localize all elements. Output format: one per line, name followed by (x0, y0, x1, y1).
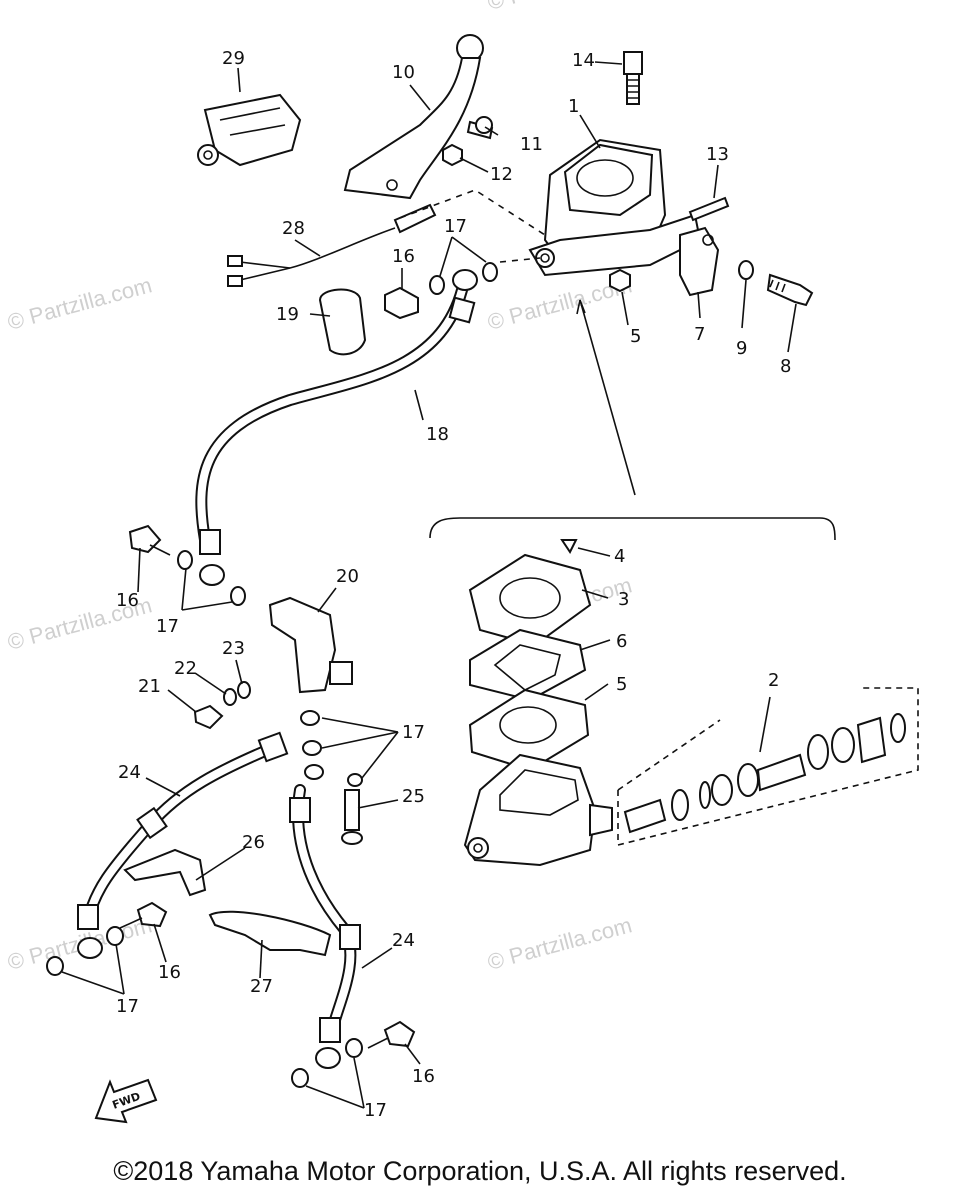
part-20-brake-junction (268, 596, 353, 694)
callout-2: 2 (768, 670, 779, 691)
callout-14: 14 (572, 50, 595, 71)
part-16-union-bolt (128, 524, 171, 556)
part-2-piston-kit (617, 687, 919, 847)
callout-22: 22 (174, 658, 197, 679)
part-5-nut (609, 268, 631, 293)
callout-1: 1 (568, 96, 579, 117)
callout-4: 4 (614, 546, 625, 567)
callout-13: 13 (706, 144, 729, 165)
part-3-reservoir-cap (468, 553, 592, 647)
copyright-notice: ©2018 Yamaha Motor Corporation, U.S.A. A… (113, 1156, 847, 1186)
part-26-bracket (123, 848, 207, 897)
part-17-gasket (46, 926, 124, 976)
callout-21: 21 (138, 676, 161, 697)
part-17-gasket (429, 262, 498, 295)
callout-29: 29 (222, 48, 245, 69)
callout-16: 16 (158, 962, 181, 983)
part-19-cover (318, 288, 367, 356)
watermark-text: © Partzilla.com (485, 912, 635, 975)
part-16-union-bolt (119, 901, 168, 929)
callout-19: 19 (276, 304, 299, 325)
callout-11: 11 (520, 134, 543, 155)
part-14-bolt (623, 51, 643, 105)
callout-18: 18 (426, 424, 449, 445)
part-27-bracket (208, 910, 332, 957)
callout-20: 20 (336, 566, 359, 587)
callout-6: 6 (616, 631, 627, 652)
callout-7: 7 (694, 324, 705, 345)
callout-24: 24 (392, 930, 415, 951)
part-21-bolt (193, 704, 224, 730)
callout-24: 24 (118, 762, 141, 783)
watermark-text: © Partzilla.com (485, 0, 635, 15)
callout-17: 17 (156, 616, 179, 637)
part-28-brake-switch (227, 203, 437, 287)
forward-arrow-icon: FWD (94, 1078, 158, 1124)
leader-lines (61, 61, 797, 1109)
callout-25: 25 (402, 786, 425, 807)
part-12-nut (442, 143, 463, 167)
callout-8: 8 (780, 356, 791, 377)
callout-26: 26 (242, 832, 265, 853)
part-9-washer (738, 260, 754, 280)
callout-17: 17 (402, 722, 425, 743)
callout-23: 23 (222, 638, 245, 659)
callout-5: 5 (616, 674, 627, 695)
callout-28: 28 (282, 218, 305, 239)
part-24-brake-hose (77, 731, 289, 959)
callout-10: 10 (392, 62, 415, 83)
callout-16: 16 (412, 1066, 435, 1087)
part-13-screw (688, 196, 730, 222)
callout-3: 3 (618, 589, 629, 610)
part-11-screw (466, 116, 494, 140)
part-25-bolt (341, 789, 363, 845)
callout-9: 9 (736, 338, 747, 359)
part-22-washer (223, 688, 237, 706)
part-6-diaphragm-plate (469, 628, 587, 702)
part-1-cylinder-body (463, 753, 613, 867)
watermark-text: © Partzilla.com (5, 272, 155, 335)
part-16-union-bolt (384, 286, 419, 320)
callout-17: 17 (364, 1100, 387, 1121)
part-4-screw (560, 539, 578, 554)
callout-27: 27 (250, 976, 273, 997)
callout-17: 17 (444, 216, 467, 237)
part-17-gasket (177, 550, 246, 606)
callout-5: 5 (630, 326, 641, 347)
part-1-master-cylinder (528, 138, 702, 277)
part-7-holder (679, 226, 720, 297)
callout-16: 16 (116, 590, 139, 611)
part-18-brake-hose (195, 269, 478, 586)
part-16-union-bolt (367, 1020, 416, 1049)
callout-17: 17 (116, 996, 139, 1017)
callout-12: 12 (490, 164, 513, 185)
part-17-gasket (300, 710, 363, 787)
part-29-switch (197, 93, 302, 167)
callouts: 29 10 11 12 14 1 13 28 16 17 19 5 7 9 8 … (116, 48, 791, 1121)
part-24-brake-hose (289, 784, 361, 1069)
part-17-gasket (291, 1038, 363, 1088)
part-5-diaphragm (468, 688, 590, 772)
callout-16: 16 (392, 246, 415, 267)
part-8-bolt (766, 273, 814, 307)
part-10-brake-lever (343, 34, 484, 200)
part-23-washer (237, 681, 251, 699)
